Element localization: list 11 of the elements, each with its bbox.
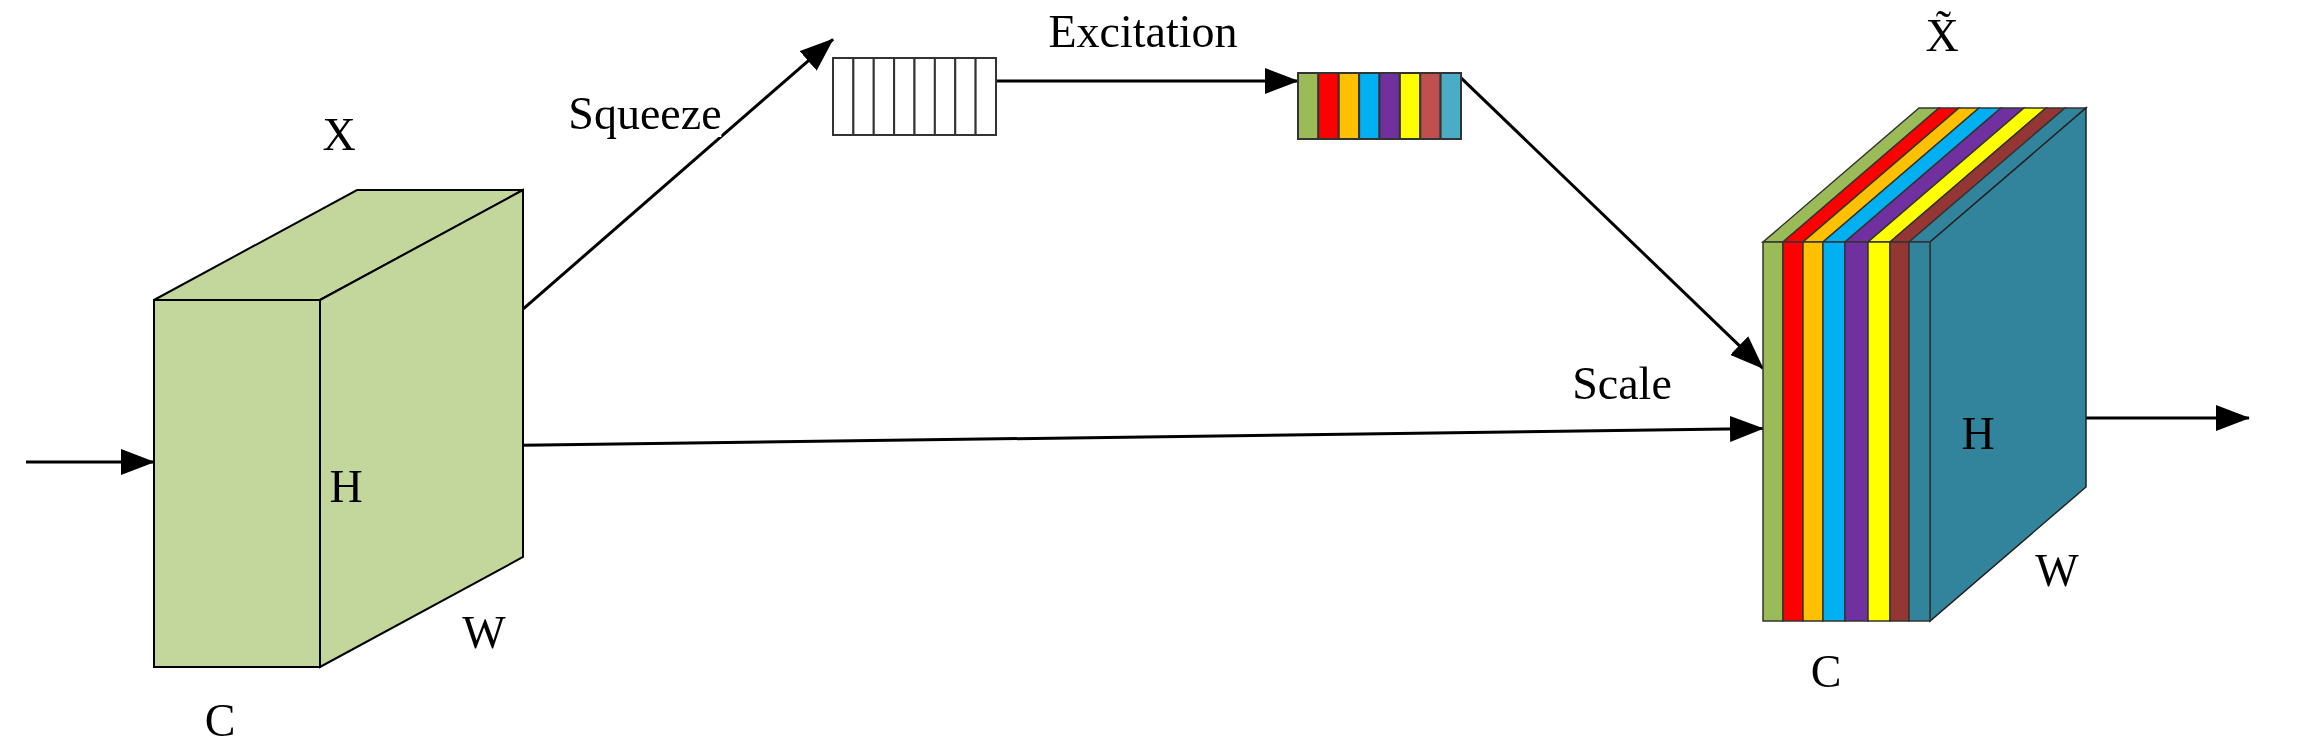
dimension-label: C xyxy=(1810,649,1842,695)
tensor-label: X xyxy=(322,112,356,158)
dimension-label: C xyxy=(204,698,236,744)
dimension-label: H xyxy=(1961,411,1995,457)
dimension-label: W xyxy=(2035,548,2079,594)
arrow xyxy=(996,68,1299,94)
dimension-label: W xyxy=(462,610,506,656)
dimension-label: H xyxy=(329,464,363,510)
arrow xyxy=(2086,405,2250,431)
arrow xyxy=(26,449,155,475)
tensor-label: X̃ xyxy=(1925,13,1959,59)
